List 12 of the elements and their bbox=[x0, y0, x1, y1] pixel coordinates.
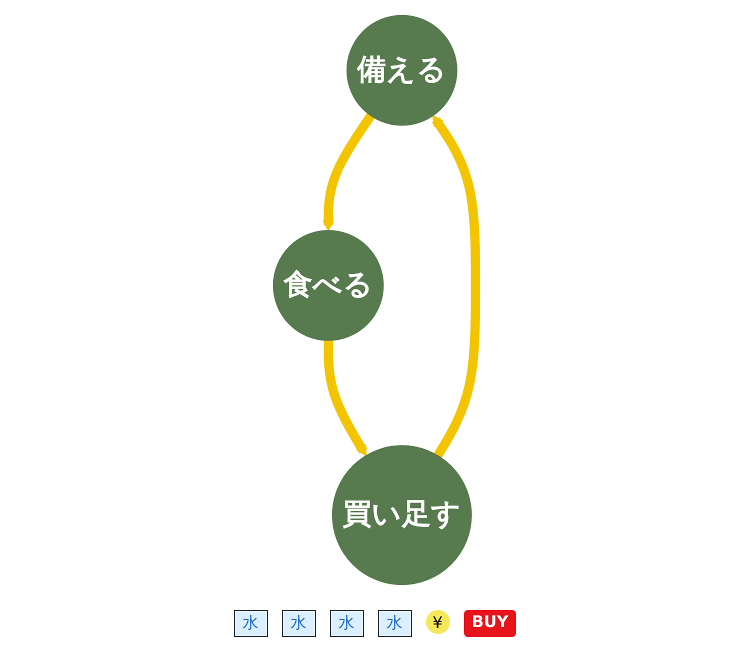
buy-sign: BUY bbox=[464, 610, 516, 637]
node-circle: 備える bbox=[346, 14, 458, 126]
node-circle: 食べる bbox=[273, 230, 384, 341]
yen-coin-icon: ¥ bbox=[426, 610, 450, 634]
node-circle: 買い足す bbox=[332, 445, 472, 586]
bottle-label: 水 bbox=[378, 610, 412, 637]
bottle-label: 水 bbox=[234, 610, 268, 637]
arrow bbox=[324, 340, 368, 456]
arrow bbox=[432, 115, 481, 458]
arrow bbox=[323, 112, 376, 232]
bottle-label: 水 bbox=[330, 610, 364, 637]
bottle-label: 水 bbox=[282, 610, 316, 637]
